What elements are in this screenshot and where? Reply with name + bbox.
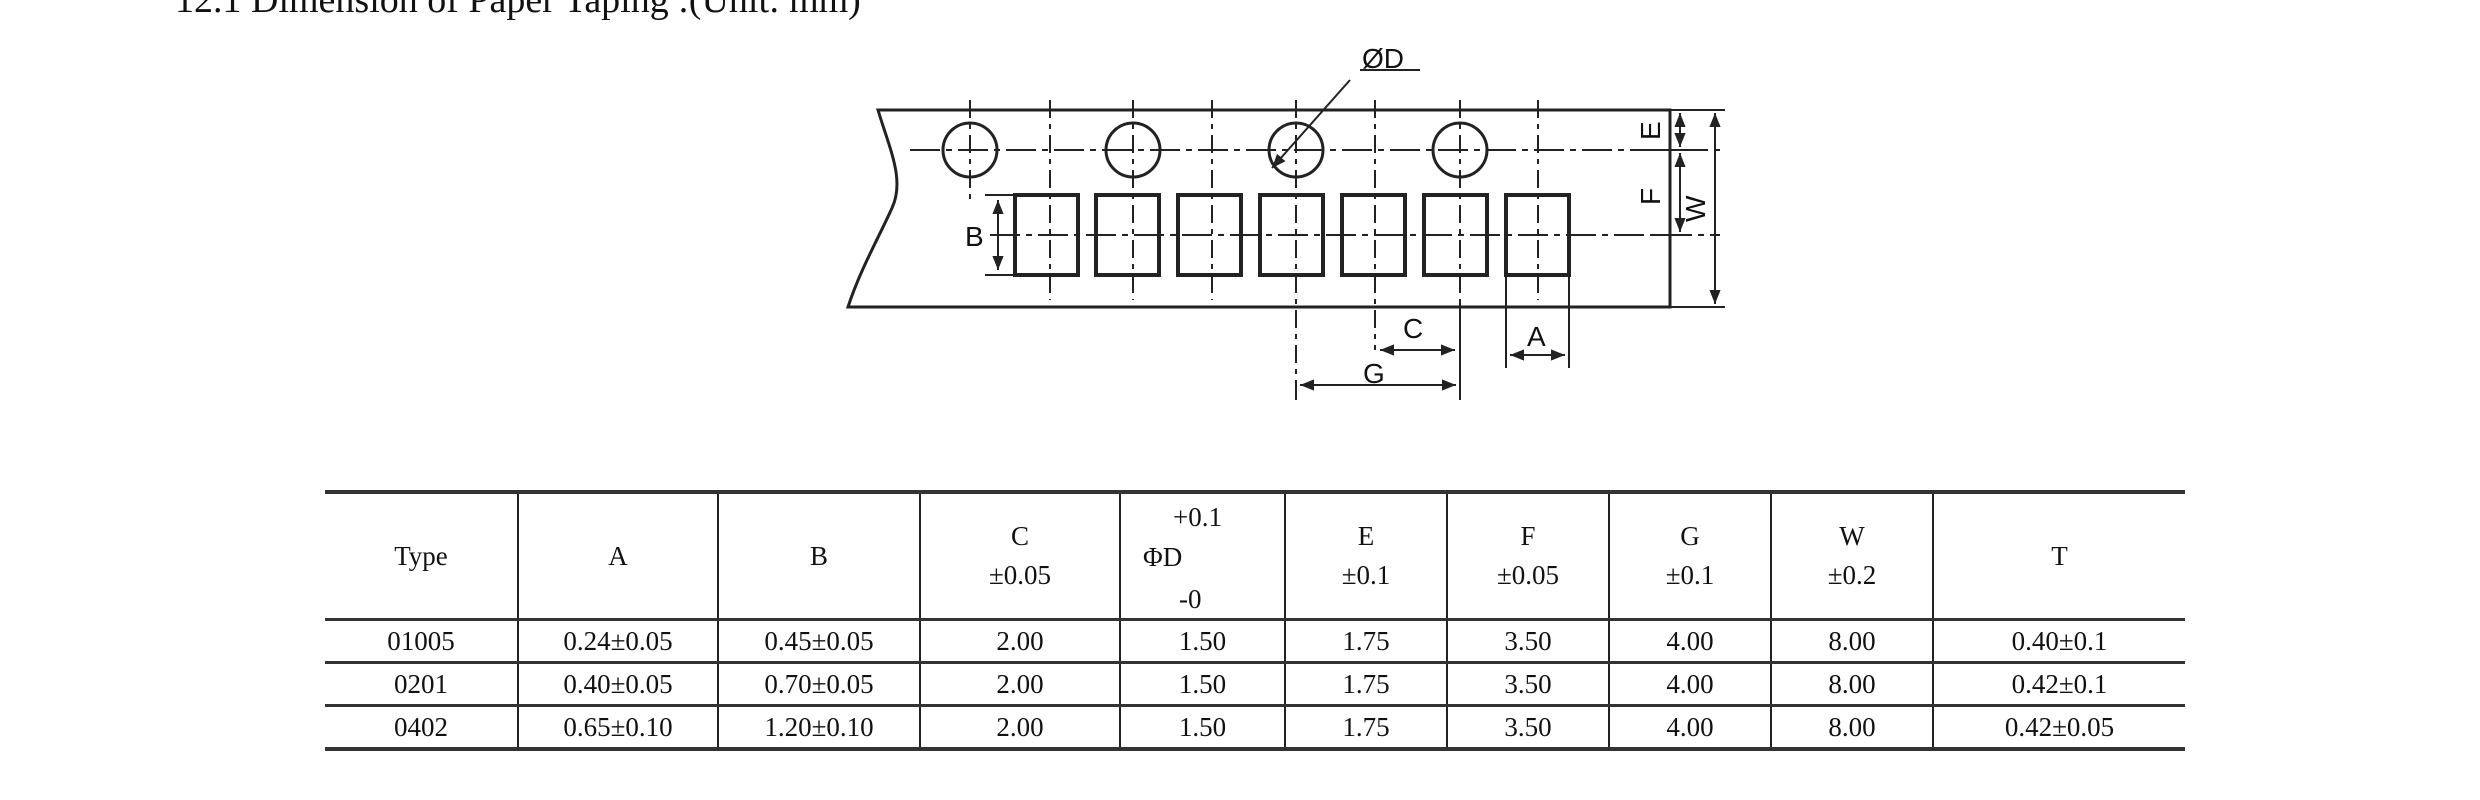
cell-b: 1.20±0.10 — [717, 705, 921, 751]
header-g: G ±0.1 — [1608, 490, 1772, 621]
cell-c: 2.00 — [919, 705, 1121, 751]
paper-taping-diagram: ØD B C A G E F W — [845, 43, 1725, 400]
cell-w: 8.00 — [1770, 619, 1934, 664]
header-a: A — [517, 490, 719, 621]
label-d: ØD — [1362, 43, 1404, 74]
header-w: W ±0.2 — [1770, 490, 1934, 621]
cell-e: 1.75 — [1284, 705, 1448, 751]
table-row: 01005 0.24±0.05 0.45±0.05 2.00 1.50 1.75… — [325, 619, 2185, 664]
pocket — [1340, 193, 1407, 277]
pocket — [1094, 193, 1161, 277]
cell-t: 0.42±0.05 — [1932, 705, 2185, 751]
cell-a: 0.24±0.05 — [517, 619, 719, 664]
label-a: A — [1527, 321, 1546, 352]
pocket — [1504, 193, 1571, 277]
cell-w: 8.00 — [1770, 662, 1934, 707]
cell-g: 4.00 — [1608, 619, 1772, 664]
cell-e: 1.75 — [1284, 662, 1448, 707]
cell-g: 4.00 — [1608, 705, 1772, 751]
cell-type: 0201 — [325, 662, 519, 707]
header-f: F ±0.05 — [1446, 490, 1610, 621]
cell-d: 1.50 — [1119, 705, 1286, 751]
header-d: +0.1 ΦD -0 — [1119, 490, 1286, 621]
cell-type: 0402 — [325, 705, 519, 751]
cell-c: 2.00 — [919, 662, 1121, 707]
cell-w: 8.00 — [1770, 705, 1934, 751]
taping-dimension-table: Type A B C ±0.05 +0.1 ΦD -0 E ±0.1 F ±0.… — [325, 490, 2185, 751]
label-f: F — [1635, 188, 1666, 205]
cell-f: 3.50 — [1446, 705, 1610, 751]
cell-type: 01005 — [325, 619, 519, 664]
cell-a: 0.65±0.10 — [517, 705, 719, 751]
cell-d: 1.50 — [1119, 619, 1286, 664]
pocket — [1422, 193, 1489, 277]
header-c: C ±0.05 — [919, 490, 1121, 621]
pocket — [1013, 193, 1080, 277]
label-b: B — [965, 221, 984, 252]
cell-c: 2.00 — [919, 619, 1121, 664]
label-e: E — [1635, 121, 1666, 140]
header-t: T — [1932, 490, 2185, 621]
table-row: 0402 0.65±0.10 1.20±0.10 2.00 1.50 1.75 … — [325, 705, 2185, 751]
cell-a: 0.40±0.05 — [517, 662, 719, 707]
cell-b: 0.70±0.05 — [717, 662, 921, 707]
header-e: E ±0.1 — [1284, 490, 1448, 621]
label-w: W — [1680, 195, 1711, 222]
header-row: Type A B C ±0.05 +0.1 ΦD -0 E ±0.1 F ±0.… — [325, 490, 2185, 621]
header-type: Type — [325, 490, 519, 621]
cell-f: 3.50 — [1446, 619, 1610, 664]
label-c: C — [1403, 313, 1423, 344]
header-b: B — [717, 490, 921, 621]
cell-f: 3.50 — [1446, 662, 1610, 707]
cell-g: 4.00 — [1608, 662, 1772, 707]
pocket — [1176, 193, 1243, 277]
cell-e: 1.75 — [1284, 619, 1448, 664]
cell-t: 0.40±0.1 — [1932, 619, 2185, 664]
cell-t: 0.42±0.1 — [1932, 662, 2185, 707]
pocket — [1258, 193, 1325, 277]
label-g: G — [1363, 358, 1385, 389]
cell-d: 1.50 — [1119, 662, 1286, 707]
tape-outline — [845, 108, 1672, 309]
section-heading: 12.1 Dimension of Paper Taping :(Unit: m… — [175, 0, 861, 21]
cell-b: 0.45±0.05 — [717, 619, 921, 664]
table-row: 0201 0.40±0.05 0.70±0.05 2.00 1.50 1.75 … — [325, 662, 2185, 707]
